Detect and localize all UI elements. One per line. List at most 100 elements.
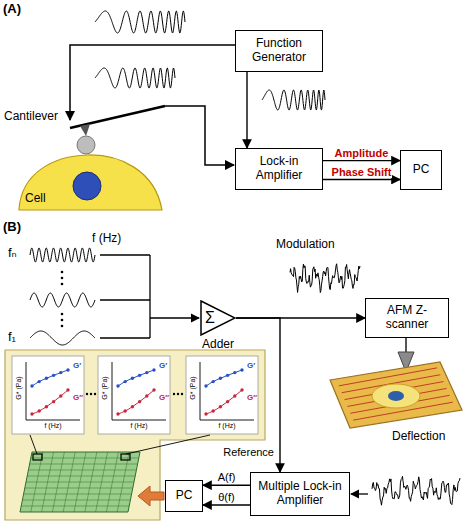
grid-line	[85, 452, 97, 512]
plot-frame	[12, 356, 84, 434]
plot-point	[66, 368, 69, 371]
plot-point	[52, 400, 55, 403]
grid-line	[28, 470, 136, 471]
plot-point	[138, 400, 141, 403]
plot-point	[30, 412, 33, 415]
scanner-box: AFM Z-scanner	[365, 298, 449, 338]
axis-label: G′	[247, 362, 255, 371]
edge-label: Amplitude	[334, 147, 390, 159]
grid-line	[26, 482, 134, 483]
output-arrow	[138, 486, 164, 506]
plot-point	[38, 380, 41, 383]
plot-curve	[32, 390, 68, 414]
lockin-box: Lock-in Amplifier	[235, 148, 323, 190]
node-text: Σ	[205, 309, 215, 327]
node-text: Function Generator	[239, 37, 319, 65]
plot-point	[116, 412, 119, 415]
leader-line	[126, 435, 210, 454]
plot-axes	[112, 362, 166, 420]
plot-axes	[26, 362, 80, 420]
plot-point	[38, 409, 41, 412]
axis-label: G* (Pa)	[189, 376, 197, 399]
signal-label: f (Hz)	[92, 232, 121, 245]
map-grid-lines	[21, 452, 139, 512]
scan-line	[339, 368, 437, 386]
lockin-box: Multiple Lock-in Amplifier	[250, 472, 350, 516]
axis-label: G″	[247, 394, 257, 403]
signal-label: fₙ	[8, 246, 17, 260]
plot-point	[212, 409, 215, 412]
plot-point	[45, 405, 48, 408]
waveforms	[30, 11, 460, 505]
scanner-rod	[405, 338, 407, 352]
adder-triangle	[201, 301, 235, 335]
plot-point	[152, 368, 155, 371]
grid-line	[30, 464, 138, 465]
pc-box: PC	[165, 480, 203, 512]
plot-point	[116, 384, 119, 387]
edge-label: Phase Shift	[331, 166, 393, 178]
cell-shape: Cell	[15, 152, 165, 212]
plot-point	[145, 371, 148, 374]
plot-point	[152, 388, 155, 391]
signal-label: f₁	[8, 330, 16, 344]
generator-box: Function Generator	[235, 30, 323, 72]
plot-point	[226, 400, 229, 403]
plot-point	[240, 388, 243, 391]
plot-point	[204, 412, 207, 415]
pc-box: PC	[400, 150, 442, 190]
sample-dish	[330, 362, 462, 428]
signal-wire	[165, 106, 234, 165]
sample-nucleus	[388, 391, 404, 401]
signal-arrow	[246, 72, 247, 148]
plot-point	[219, 405, 222, 408]
plot-point	[240, 368, 243, 371]
plot-point	[45, 377, 48, 380]
node-text: Lock-in Amplifier	[239, 155, 319, 183]
grid-line	[96, 452, 108, 512]
plot-point	[131, 405, 134, 408]
input-bus	[100, 255, 199, 338]
grid-line	[27, 476, 135, 477]
edge-label: Reference	[222, 446, 275, 458]
plot-point	[212, 380, 215, 383]
plot-point	[52, 374, 55, 377]
probe-bead	[77, 136, 95, 154]
plot-point	[66, 388, 69, 391]
axis-label: f (Hz)	[44, 422, 61, 430]
signal-arrow	[323, 179, 400, 180]
node-text: Cell	[25, 192, 46, 206]
plot-point	[124, 409, 127, 412]
plot-point	[138, 374, 141, 377]
edge-label: θ(f)	[217, 491, 236, 503]
waveform	[30, 248, 95, 262]
node-text: AFM Z-scanner	[369, 304, 445, 332]
waveform	[372, 476, 460, 505]
map-grid	[20, 452, 140, 512]
axis-label: f (Hz)	[130, 422, 147, 430]
waveform	[95, 11, 185, 33]
plot-point	[233, 371, 236, 374]
signal-label: Modulation	[276, 238, 335, 251]
grid-cell-marker	[121, 454, 130, 460]
cantilever-tip	[80, 124, 90, 136]
plot-curve	[32, 370, 68, 386]
plot-point	[145, 394, 148, 397]
panel-label: (B)	[3, 220, 21, 234]
signal-arrow	[203, 504, 250, 505]
plot-curve	[206, 370, 242, 386]
grid-line	[117, 452, 129, 512]
waveform	[262, 90, 325, 110]
plot-curve	[118, 370, 154, 386]
signal-arrow	[323, 160, 400, 161]
axis-label: G′	[159, 362, 167, 371]
adder-symbol: ΣAdder	[200, 300, 236, 336]
node-text: PC	[413, 163, 430, 177]
cell-body	[19, 155, 162, 210]
axis-label: f (Hz)	[218, 422, 235, 430]
node-text: PC	[176, 489, 193, 503]
plot-point	[59, 394, 62, 397]
plot-point	[30, 384, 33, 387]
plot-frame	[186, 356, 258, 434]
